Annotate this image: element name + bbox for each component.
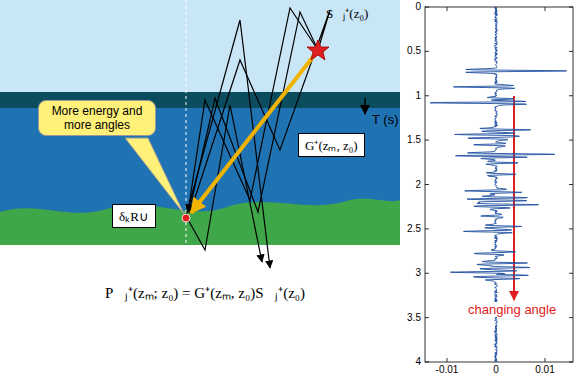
node-text: δₖR∪ [119,207,149,225]
node-text: G⁺(zₘ, z₀) [305,136,358,154]
green-layer [0,199,400,245]
tick-label: 1.5 [407,134,421,145]
time-arrow [364,98,366,114]
tick-label: -0.01 [436,364,459,375]
operator-box: G⁺(zₘ, z₀) [298,133,365,157]
reflectivity-box: δₖR∪ [112,204,156,228]
callout-tail [125,138,184,214]
tick-label: 1 [415,90,421,101]
axis-ticks [425,7,573,362]
tick-label: 2 [415,179,421,190]
tick-label: 0.01 [535,364,554,375]
receiver-dot [182,214,190,222]
seismic-trace [430,7,566,362]
tick-label: 4 [415,356,421,367]
water-layer [0,0,400,92]
equation: P⃗ⱼ⁺(zₘ; z₀) = G⁺(zₘ, z₀)S⃗ⱼ⁺(z₀) [105,282,305,302]
plot-frame [425,7,573,362]
source-label: S⃗ⱼ⁺(z₀) [326,4,368,22]
annotation: changing angle [466,302,558,317]
tick-label: 3 [415,267,421,278]
callout-box: More energy and more angles [38,100,156,136]
axis-title: T (s) [372,112,398,127]
tick-label: 0 [415,1,421,12]
source-star [307,40,329,60]
tick-label: 3.5 [407,312,421,323]
node-text: More energy and more angles [45,104,149,132]
tick-label: 0 [493,364,499,375]
tick-label: 0.5 [407,45,421,56]
tick-label: 2.5 [407,223,421,234]
